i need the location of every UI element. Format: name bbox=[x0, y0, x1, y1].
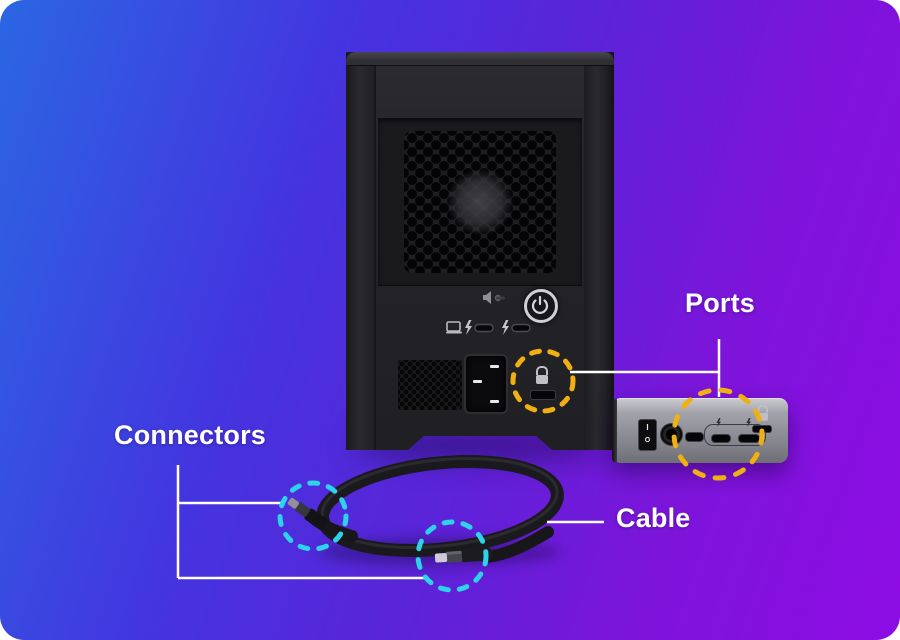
connector-1-highlight-circle bbox=[277, 480, 349, 552]
fan-mute-switch-icon bbox=[483, 291, 505, 304]
cable-loop bbox=[316, 454, 564, 558]
fan-hub bbox=[447, 169, 513, 235]
storage-device-back bbox=[346, 52, 614, 450]
ports-closeup-panel: I O bbox=[612, 398, 788, 463]
device-left-rail bbox=[346, 52, 376, 450]
thunderbolt-port-1 bbox=[711, 434, 731, 443]
panel-lock-icon bbox=[757, 405, 768, 421]
connector-2-highlight-circle bbox=[415, 519, 489, 593]
lock-icon bbox=[536, 366, 548, 384]
cable-loop-highlight bbox=[320, 457, 559, 550]
device-right-rail bbox=[584, 52, 614, 450]
ac-pin-top bbox=[490, 365, 499, 368]
connector-1 bbox=[287, 497, 329, 530]
ac-pin-middle bbox=[473, 380, 482, 383]
fan-vent-grille bbox=[378, 118, 582, 286]
ports-label: Ports bbox=[684, 288, 756, 318]
panel-security-lock bbox=[752, 404, 772, 433]
power-icon bbox=[531, 295, 549, 314]
rocker-off-mark: O bbox=[644, 437, 651, 444]
exhaust-vent-grid bbox=[398, 360, 462, 410]
thunderbolt-port-2 bbox=[738, 434, 760, 443]
lock-slot bbox=[530, 390, 556, 400]
connector-2 bbox=[434, 547, 493, 563]
rocker-on-mark: I bbox=[646, 423, 649, 432]
ac-pin-bottom bbox=[490, 400, 499, 403]
cable-end-2 bbox=[480, 526, 554, 563]
thunderbolt-cable bbox=[287, 454, 564, 563]
connectors-callout-line bbox=[176, 465, 427, 580]
connectors-label: Connectors bbox=[114, 420, 267, 450]
power-button bbox=[524, 289, 558, 323]
thunderbolt-port-icons bbox=[446, 320, 531, 335]
panel-lock-slot bbox=[752, 425, 772, 433]
ac-power-inlet bbox=[464, 354, 508, 414]
cable-label: Cable bbox=[616, 503, 691, 533]
usb-port bbox=[685, 432, 704, 442]
security-lock bbox=[530, 366, 556, 400]
cable-shadow bbox=[320, 538, 560, 566]
power-rocker-switch: I O bbox=[638, 419, 657, 451]
panel-left-edge bbox=[612, 399, 617, 463]
device-top-cap bbox=[346, 52, 614, 66]
dc-power-inlet bbox=[660, 423, 683, 446]
cable-end-1 bbox=[304, 509, 358, 542]
